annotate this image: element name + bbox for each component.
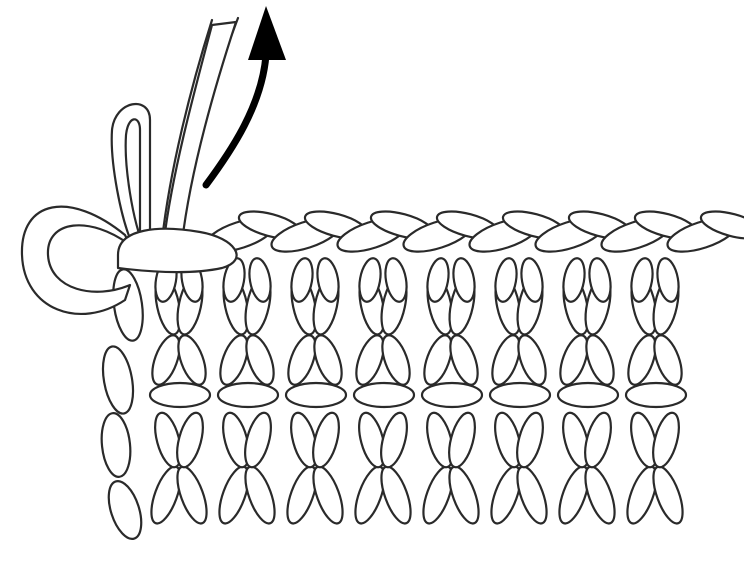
stitch-top-loop bbox=[558, 383, 618, 407]
stitch-top-loop bbox=[422, 383, 482, 407]
stitch-top-loop bbox=[354, 383, 414, 407]
stitch-top-loop bbox=[490, 383, 550, 407]
stitch-top-loop bbox=[626, 383, 686, 407]
stitch-top-loop bbox=[150, 383, 210, 407]
stitch-row-bottom bbox=[145, 383, 688, 527]
stitch-top-loop bbox=[218, 383, 278, 407]
stitch-top-loop bbox=[286, 383, 346, 407]
top-chain-braid bbox=[202, 206, 744, 258]
working-yarn-loop bbox=[22, 207, 130, 314]
